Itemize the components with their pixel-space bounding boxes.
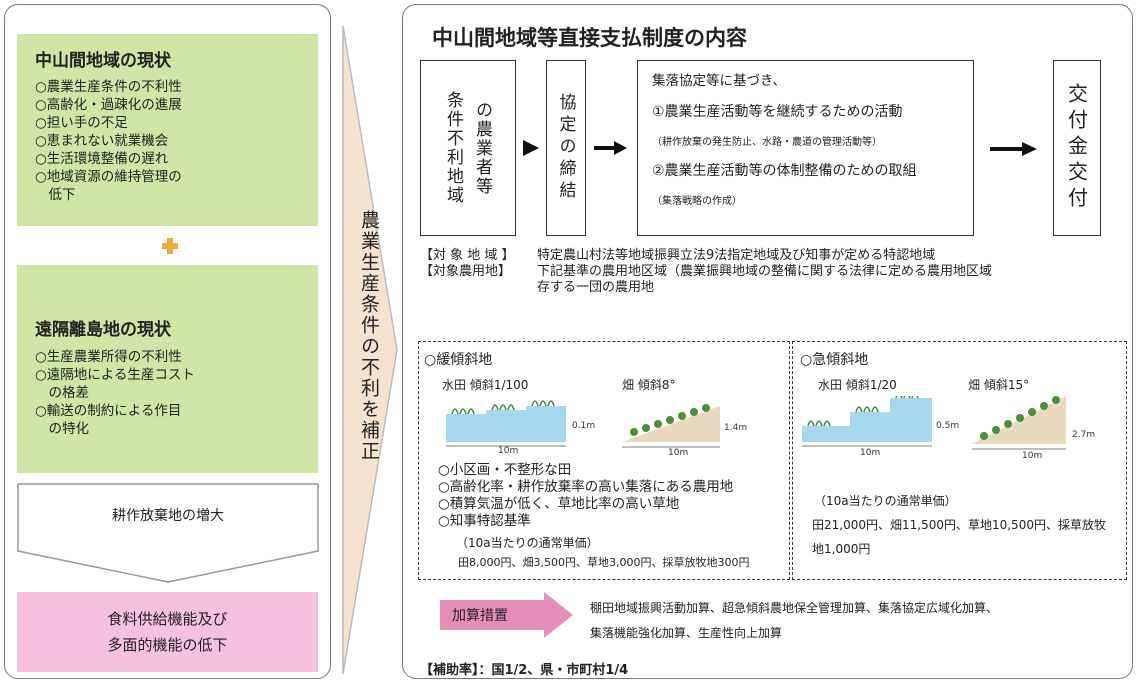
remote-island-status-item-0: ○生産農業所得の不利性: [35, 349, 182, 365]
flow-box-grant: 交付金交付: [1053, 60, 1101, 236]
remote-island-status-title: 遠隔離島地の現状: [35, 320, 171, 340]
mountain-area-status-item-1: ○高齢化・過疎化の進展: [35, 97, 182, 113]
gentle-field-height: 1.4m: [724, 423, 748, 433]
flow-box-grant-text: 交付金交付: [1064, 83, 1089, 213]
steep-unit-head: （10a当たりの通常単価）: [814, 494, 957, 508]
addon-arrow-shape: [440, 592, 573, 638]
gentle-field-width: 10m: [668, 448, 689, 458]
steep-field-illustration: [972, 396, 1066, 450]
right-panel-title: 中山間地域等直接支払制度の内容: [432, 26, 747, 50]
target-area-text: 特定農山村法等地域振興立法9法指定地域及び知事が定める特認地域: [537, 248, 936, 263]
middle-arrow-text: 農業生産条件の不利を補正: [358, 210, 380, 462]
steep-unit-line2: 地1,000円: [812, 542, 871, 556]
activities-item1-note: （耕作放棄の発生防止、水路・農道の管理活動等）: [652, 137, 882, 148]
steep-paddy-width: 10m: [860, 448, 881, 458]
remote-island-status-item-3: ○輸送の制約による作目: [35, 403, 182, 419]
gentle-paddy-label: 水田 傾斜1/100: [442, 378, 529, 392]
activities-item1: ①農業生産活動等を継続するための活動: [652, 104, 903, 120]
steep-field-width: 10m: [1022, 451, 1043, 461]
result-box: 食料供給機能及び 多面的機能の低下: [17, 592, 318, 672]
steep-unit-line1: 田21,000円、畑11,500円、草地10,500円、採草放牧: [812, 518, 1106, 532]
result-line-2: 多面的機能の低下: [107, 636, 228, 654]
gentle-field-illustration: [622, 404, 720, 448]
steep-slope-title: ○急傾斜地: [800, 352, 869, 368]
remote-island-status-item-4: の特化: [35, 421, 89, 437]
gentle-criteria-item-3: ○知事特認基準: [438, 513, 531, 529]
subsidy-rate: 【補助率】：国1/2、県・市町村1/4: [420, 663, 629, 678]
abandoned-land-label: 耕作放棄地の増大: [112, 508, 224, 524]
flow-box-agreement-text: 協定の締結: [555, 93, 576, 203]
gentle-field-label: 畑 傾斜8°: [622, 378, 676, 392]
mountain-area-status-list: ○農業生産条件の不利性 ○高齢化・過疎化の進展 ○担い手の不足 ○恵まれない就業機会 ○…: [35, 78, 318, 204]
result-line-1: 食料供給機能及び: [107, 610, 228, 628]
mountain-area-status-item-2: ○担い手の不足: [35, 115, 128, 131]
mountain-area-status-item-3: ○恵まれない就業機会: [35, 133, 169, 149]
target-area-label: 【対 象 地 域 】: [420, 248, 515, 263]
gentle-paddy-width: 10m: [498, 446, 519, 456]
flow-box-target-col2: の農業者等: [472, 100, 492, 196]
remote-island-status-box: 遠隔離島地の現状 ○生産農業所得の不利性 ○遠隔地による生産コスト の格差 ○輸送の…: [17, 265, 318, 473]
addon-label: 加算措置: [452, 608, 508, 624]
mountain-area-status-item-0: ○農業生産条件の不利性: [35, 79, 182, 95]
activities-item2: ②農業生産活動等の体制整備のための取組: [652, 163, 917, 179]
gentle-criteria-list: ○小区画・不整形な田○高齢化率・耕作放棄率の高い集落にある農用地○積算気温が低く…: [438, 462, 733, 530]
plus-icon: [162, 238, 178, 254]
steep-paddy-illustration: [802, 396, 932, 447]
flow-box-activities: 集落協定等に基づき、 ①農業生産活動等を継続するための活動 （耕作放棄の発生防止…: [637, 60, 974, 236]
remote-island-status-list: ○生産農業所得の不利性 ○遠隔地による生産コスト の格差 ○輸送の制約による作目 の…: [35, 348, 318, 438]
steep-paddy-height: 0.5m: [936, 421, 960, 431]
flow-box-target-col1: 条件不利地域: [443, 91, 463, 205]
mountain-area-status-item-6: 低下: [35, 187, 76, 203]
remote-island-status-item-1: ○遠隔地による生産コスト: [35, 367, 195, 383]
gentle-unit-text: 田8,000円、畑3,500円、草地3,000円、採草放牧地300円: [458, 556, 750, 569]
flow-box-agreement: 協定の締結: [546, 60, 586, 236]
down-arrow-shape: [17, 483, 319, 583]
left-panel: [4, 4, 331, 679]
mountain-area-status-item-4: ○生活環境整備の遅れ: [35, 151, 169, 167]
mountain-area-status-box: 中山間地域の現状 ○農業生産条件の不利性 ○高齢化・過疎化の進展 ○担い手の不足 ○恵…: [17, 34, 318, 226]
gentle-slope-box: [418, 341, 790, 580]
addon-line2: 集落機能強化加算、生産性向上加算: [590, 626, 783, 640]
flow-box-target: 条件不利地域 の農業者等: [420, 60, 516, 236]
addon-line1: 棚田地域振興活動加算、超急傾斜農地保全管理加算、集落協定広域化加算、: [590, 601, 999, 615]
flow-arrow-2: [594, 141, 627, 155]
gentle-criteria-item-1: ○高齢化率・耕作放棄率の高い集落にある農用地: [438, 479, 734, 495]
steep-paddy-label: 水田 傾斜1/20: [818, 378, 897, 392]
flow-arrow-1: [523, 140, 539, 156]
steep-field-height: 2.7m: [1072, 430, 1096, 440]
target-land-label: 【対象農用地】: [420, 264, 512, 279]
steep-field-label: 畑 傾斜15°: [968, 378, 1030, 392]
activities-item2-note: （集落戦略の作成）: [652, 196, 742, 207]
mountain-area-status-title: 中山間地域の現状: [35, 51, 171, 71]
remote-island-status-item-2: の格差: [35, 385, 89, 401]
gentle-criteria-item-2: ○積算気温が低く、草地比率の高い草地: [438, 496, 680, 512]
flow-arrow-3: [990, 142, 1037, 156]
gentle-paddy-illustration: [446, 400, 566, 447]
gentle-criteria-item-0: ○小区画・不整形な田: [438, 462, 572, 478]
steep-slope-box: [792, 341, 1127, 580]
activities-head: 集落協定等に基づき、: [652, 73, 787, 89]
target-land-line1: 下記基準の農用地区域（農業振興地域の整備に関する法律に定める農用地区域: [537, 264, 993, 279]
gentle-slope-title: ○緩傾斜地: [424, 352, 493, 368]
mountain-area-status-item-5: ○地域資源の維持管理の: [35, 169, 182, 185]
target-land-line2: 存する一団の農用地: [537, 280, 655, 295]
gentle-paddy-height: 0.1m: [572, 421, 596, 431]
middle-chevron-arrow: [342, 25, 398, 675]
right-panel: [402, 4, 1133, 679]
gentle-unit-head: （10a当たりの通常単価）: [456, 536, 599, 550]
